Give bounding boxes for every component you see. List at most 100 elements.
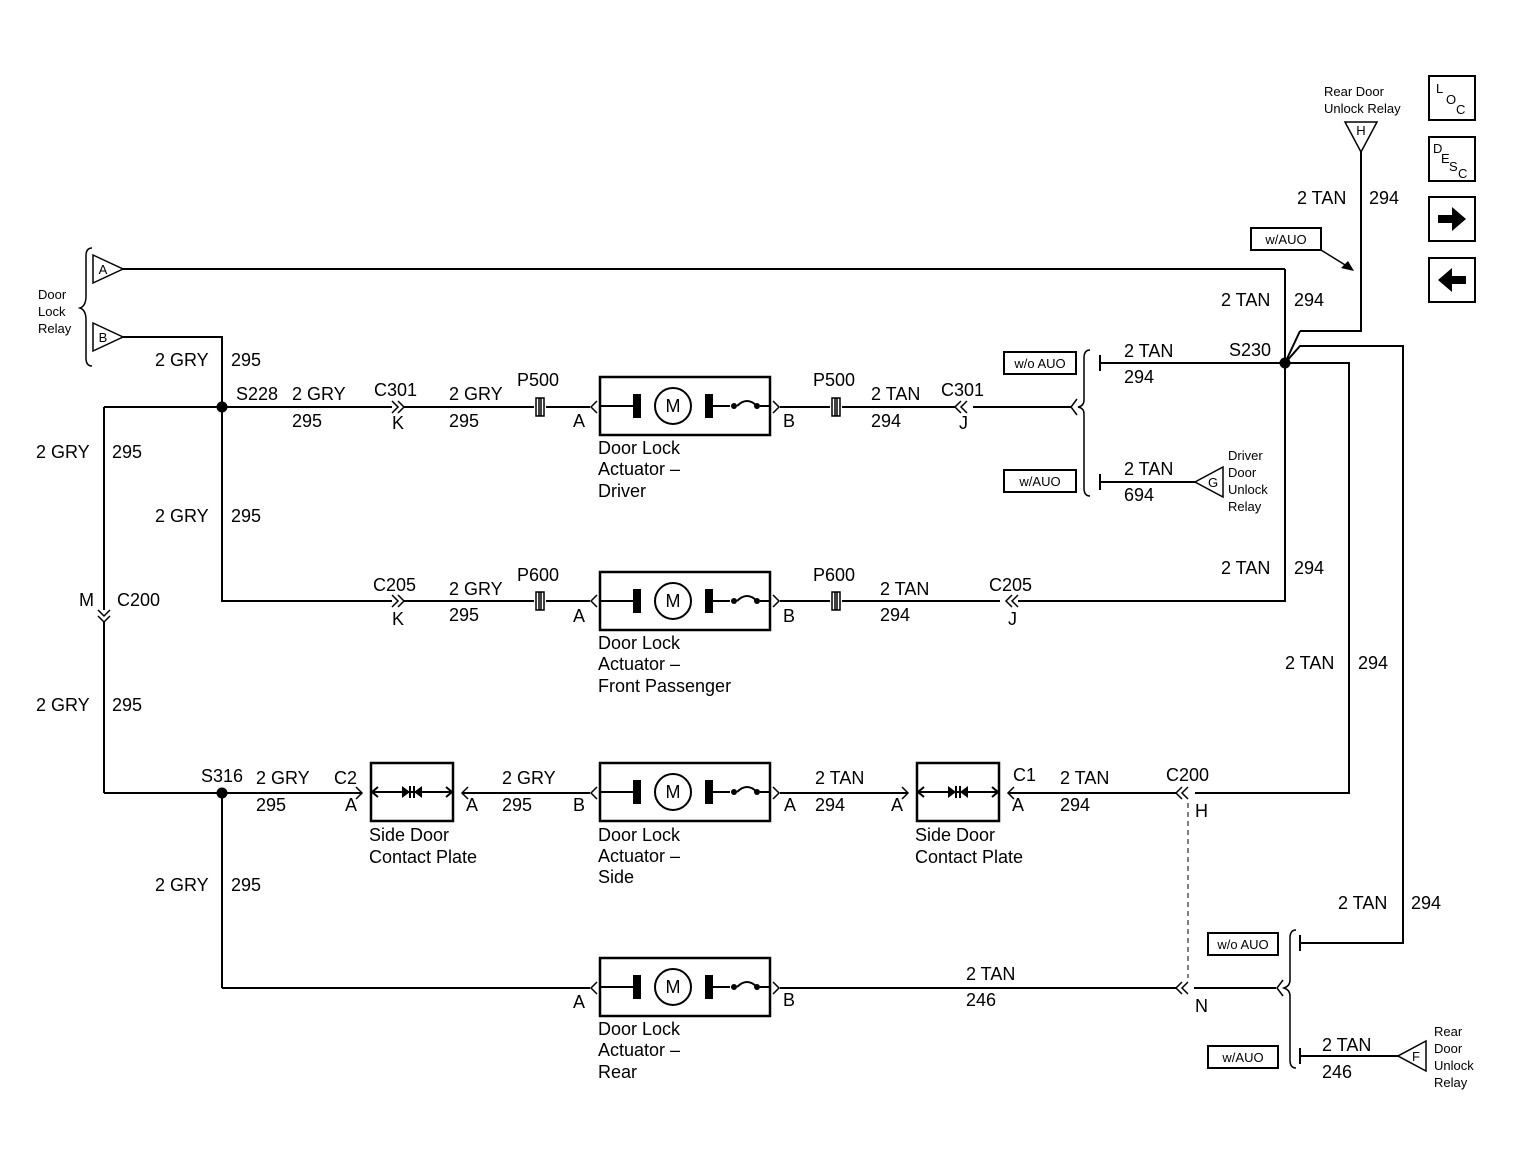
desc-letter-c: C xyxy=(1458,166,1467,181)
wire-color: 2 GRY xyxy=(36,442,90,462)
p600-right-symbol xyxy=(831,591,841,611)
caption-rear-2: Actuator – xyxy=(598,1040,680,1060)
wire-circuit: 294 xyxy=(880,605,910,625)
arrow-left-icon xyxy=(1438,268,1466,292)
p500-left-symbol xyxy=(535,397,545,417)
relay-label-line4: Relay xyxy=(1434,1075,1468,1090)
motor-label: M xyxy=(666,977,681,997)
pin-a-rear: A xyxy=(573,992,585,1012)
wire-color: 2 TAN xyxy=(871,384,920,404)
splice-s316-dot xyxy=(216,787,228,799)
next-page-button[interactable] xyxy=(1428,196,1476,242)
caption-plate-left-1: Side Door xyxy=(369,825,449,845)
pin-a-c2: A xyxy=(345,795,357,815)
desc-letter-e: E xyxy=(1441,151,1450,166)
relay-label-line2: Door xyxy=(1434,1041,1463,1056)
wire-circuit: 294 xyxy=(1294,558,1324,578)
caption-plate-right-2: Contact Plate xyxy=(915,847,1023,867)
pin-a-passenger: A xyxy=(573,606,585,626)
relay-label-line3: Unlock xyxy=(1434,1058,1474,1073)
motor-label: M xyxy=(666,396,681,416)
wire-color: 2 TAN xyxy=(1124,341,1173,361)
caption-passenger-2: Actuator – xyxy=(598,654,680,674)
door-lock-relay: A B Door Lock Relay xyxy=(38,247,125,367)
option-box-wauo-top: w/AUO xyxy=(1250,227,1354,271)
caption-plate-right-1: Side Door xyxy=(915,825,995,845)
pin-b-side: B xyxy=(573,795,585,815)
motor-label: M xyxy=(666,782,681,802)
wire-circuit: 295 xyxy=(449,411,479,431)
splice-s230-dot xyxy=(1279,357,1291,369)
connector-symbols xyxy=(97,400,1189,995)
wire-color: 2 GRY xyxy=(292,384,346,404)
wire-circuit: 295 xyxy=(112,442,142,462)
pin-a-plate-right: A xyxy=(891,795,903,815)
connector-c301-left: C301 xyxy=(374,380,417,400)
p500-right-symbol xyxy=(831,397,841,417)
wire-color: 2 TAN xyxy=(1338,893,1387,913)
component-captions: Door Lock Actuator – Driver Door Lock Ac… xyxy=(369,438,1023,1082)
connector-c205-left: C205 xyxy=(373,575,416,595)
connector-c1: C1 xyxy=(1013,765,1036,785)
wire-color: 2 GRY xyxy=(256,768,310,788)
wire-circuit: 246 xyxy=(966,990,996,1010)
wire-circuit: 295 xyxy=(256,795,286,815)
desc-button[interactable]: D E S C xyxy=(1428,136,1476,182)
splice-s230: S230 xyxy=(1229,340,1271,360)
pin-k-c205: K xyxy=(392,609,404,629)
wire-circuit: 294 xyxy=(1358,653,1388,673)
option-text: w/AUO xyxy=(1264,232,1306,247)
loc-letter-o: O xyxy=(1446,92,1456,107)
wire-circuit: 295 xyxy=(231,875,261,895)
actuator-side: M xyxy=(598,761,772,823)
wire-color: 2 GRY xyxy=(449,579,503,599)
wire-circuit: 295 xyxy=(292,411,322,431)
pin-m: M xyxy=(79,590,94,610)
connector-p600-right: P600 xyxy=(813,565,855,585)
wire-color: 2 TAN xyxy=(966,964,1015,984)
loc-letter-l: L xyxy=(1436,81,1443,96)
caption-rear-3: Rear xyxy=(598,1062,637,1082)
actuator-front-passenger: M xyxy=(598,570,772,632)
caption-driver-2: Actuator – xyxy=(598,459,680,479)
splice-labels: S228 S230 S316 xyxy=(201,340,1271,786)
wire-color: 2 TAN xyxy=(1297,188,1346,208)
wire-color: 2 TAN xyxy=(1221,290,1270,310)
option-text: w/AUO xyxy=(1018,474,1060,489)
connector-p500-right: P500 xyxy=(813,370,855,390)
wire-circuit: 294 xyxy=(1060,795,1090,815)
arrow-right-icon xyxy=(1438,207,1466,231)
wire-circuit: 694 xyxy=(1124,485,1154,505)
loc-button[interactable]: L O C xyxy=(1428,75,1476,121)
wire-circuit: 295 xyxy=(231,350,261,370)
caption-passenger-1: Door Lock xyxy=(598,633,681,653)
connector-c2: C2 xyxy=(334,768,357,788)
relay-pin-h: H xyxy=(1356,123,1365,138)
rear-door-unlock-relay-top: H Rear Door Unlock Relay xyxy=(1324,84,1401,154)
caption-driver-1: Door Lock xyxy=(598,438,681,458)
caption-passenger-3: Front Passenger xyxy=(598,676,731,696)
connector-labels: C301 K C301 J C205 K C205 J P500 P500 P6… xyxy=(79,370,1209,1016)
wire-circuit: 294 xyxy=(1369,188,1399,208)
pin-j-c301: J xyxy=(959,413,968,433)
wire-circuit: 246 xyxy=(1322,1062,1352,1082)
wire-color: 2 TAN xyxy=(1060,768,1109,788)
side-door-contact-plate-left xyxy=(369,761,455,823)
splice-s228: S228 xyxy=(236,384,278,404)
wire-color: 2 GRY xyxy=(155,350,209,370)
option-box-wauo-driver: w/AUO xyxy=(1003,469,1077,493)
wire-circuit: 294 xyxy=(1294,290,1324,310)
rear-door-unlock-relay-bottom: F Rear Door Unlock Relay xyxy=(1396,1024,1474,1090)
previous-page-button[interactable] xyxy=(1428,257,1476,303)
desc-letter-s: S xyxy=(1449,159,1458,174)
wire-circuit: 295 xyxy=(449,605,479,625)
caption-side-2: Actuator – xyxy=(598,846,680,866)
actuator-driver: M xyxy=(598,375,772,437)
wire-circuit: 295 xyxy=(231,506,261,526)
relay-label-line2: Lock xyxy=(38,304,66,319)
relay-label-line2: Unlock Relay xyxy=(1324,101,1401,116)
wire-color: 2 TAN xyxy=(1285,653,1334,673)
side-door-contact-plate-right xyxy=(915,761,1001,823)
pin-k-c301: K xyxy=(392,413,404,433)
